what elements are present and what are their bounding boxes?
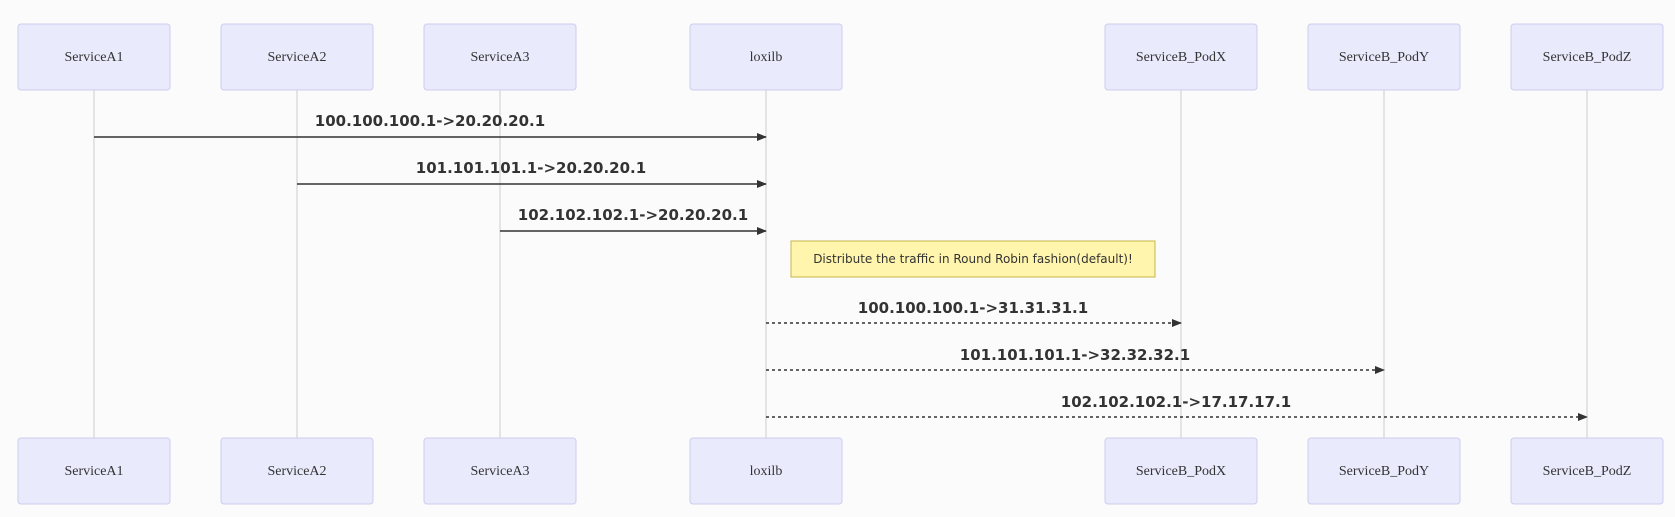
actor-bottom-servicea3[interactable]: ServiceA3	[423, 437, 577, 505]
message-label: 102.102.102.1->20.20.20.1	[518, 206, 748, 224]
message-3[interactable]: 102.102.102.1->20.20.20.1	[500, 206, 767, 235]
note-text: Distribute the traffic in Round Robin fa…	[813, 252, 1133, 266]
actor-bottom-serviceb-podz[interactable]: ServiceB_PodZ	[1510, 437, 1664, 505]
message-label: 102.102.102.1->17.17.17.1	[1061, 393, 1291, 411]
actor-top-serviceb-podz[interactable]: ServiceB_PodZ	[1510, 23, 1664, 91]
lifelines	[93, 90, 1588, 438]
actor-label: ServiceA2	[267, 50, 326, 65]
actor-label: ServiceA2	[267, 464, 326, 479]
actor-label: ServiceB_PodZ	[1543, 50, 1632, 65]
actor-top-servicea3[interactable]: ServiceA3	[423, 23, 577, 91]
note-over-loxilb[interactable]: Distribute the traffic in Round Robin fa…	[790, 240, 1156, 278]
actor-top-serviceb-pody[interactable]: ServiceB_PodY	[1307, 23, 1461, 91]
actor-bottom-servicea2[interactable]: ServiceA2	[220, 437, 374, 505]
actor-top-servicea1[interactable]: ServiceA1	[17, 23, 171, 91]
actors-top: ServiceA1 ServiceA2 ServiceA3 loxilb Ser…	[17, 23, 1664, 91]
actor-bottom-servicea1[interactable]: ServiceA1	[17, 437, 171, 505]
actor-label: ServiceB_PodZ	[1543, 464, 1632, 479]
message-6[interactable]: 102.102.102.1->17.17.17.1	[766, 393, 1588, 421]
actor-top-serviceb-podx[interactable]: ServiceB_PodX	[1104, 23, 1258, 91]
actor-bottom-serviceb-podx[interactable]: ServiceB_PodX	[1104, 437, 1258, 505]
message-2[interactable]: 101.101.101.1->20.20.20.1	[297, 159, 767, 188]
actor-bottom-serviceb-pody[interactable]: ServiceB_PodY	[1307, 437, 1461, 505]
actor-top-servicea2[interactable]: ServiceA2	[220, 23, 374, 91]
actor-label: ServiceA3	[470, 50, 529, 65]
message-label: 100.100.100.1->31.31.31.1	[858, 299, 1088, 317]
message-label: 100.100.100.1->20.20.20.1	[315, 112, 545, 130]
actor-top-loxilb[interactable]: loxilb	[689, 23, 843, 91]
message-1[interactable]: 100.100.100.1->20.20.20.1	[94, 112, 767, 141]
message-label: 101.101.101.1->32.32.32.1	[960, 346, 1190, 364]
actor-label: ServiceA1	[64, 464, 123, 479]
actor-label: ServiceB_PodX	[1136, 464, 1226, 479]
actor-label: loxilb	[750, 464, 783, 479]
actor-label: ServiceA3	[470, 464, 529, 479]
actor-label: ServiceB_PodY	[1339, 50, 1429, 65]
actor-label: ServiceB_PodY	[1339, 464, 1429, 479]
message-5[interactable]: 101.101.101.1->32.32.32.1	[766, 346, 1385, 374]
messages: 100.100.100.1->20.20.20.1 101.101.101.1-…	[94, 112, 1588, 421]
actor-label: ServiceA1	[64, 50, 123, 65]
message-label: 101.101.101.1->20.20.20.1	[416, 159, 646, 177]
actor-label: ServiceB_PodX	[1136, 50, 1226, 65]
actor-bottom-loxilb[interactable]: loxilb	[689, 437, 843, 505]
message-4[interactable]: 100.100.100.1->31.31.31.1	[766, 299, 1182, 327]
actors-bottom: ServiceA1 ServiceA2 ServiceA3 loxilb Ser…	[17, 437, 1664, 505]
actor-label: loxilb	[750, 50, 783, 65]
